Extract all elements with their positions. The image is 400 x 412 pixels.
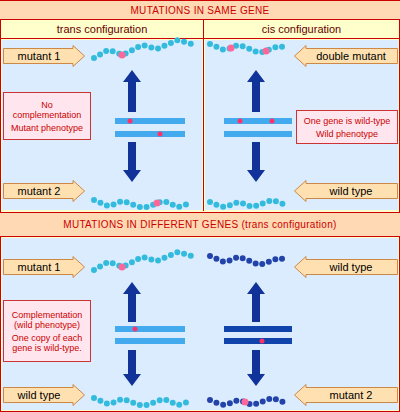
down-arrow: [247, 142, 265, 182]
arrow-outline: [295, 385, 398, 406]
arrow-label: mutant 2: [3, 180, 85, 202]
arrow-outline: [4, 181, 85, 202]
mutant-residue: [242, 399, 249, 406]
down-arrow: [123, 142, 141, 182]
protein-chain: [94, 252, 192, 270]
protein-chain: [210, 398, 287, 405]
mutation-mark: [128, 119, 133, 124]
arrow-label: mutant 1: [3, 256, 85, 278]
up-arrow: [123, 282, 141, 322]
note-box: Complementation (wild phenotype) One copy…: [3, 300, 91, 362]
arrow-outline: [4, 385, 85, 406]
gene-bar: [115, 338, 185, 344]
arrow-outline: [295, 181, 398, 202]
arrow-label: double mutant: [294, 45, 398, 67]
arrow-label: mutant 2: [294, 384, 398, 406]
mutation-mark: [260, 339, 265, 344]
up-arrow: [123, 70, 141, 112]
gene-bar: [224, 118, 292, 124]
arrow-label: wild type: [3, 384, 85, 406]
arrow-outline: [4, 46, 85, 67]
mutation-mark: [158, 132, 163, 137]
arrow-text: mutant 1: [18, 261, 61, 273]
arrow-text: mutant 1: [18, 50, 61, 62]
note-text: Complementation (wild phenotype): [7, 310, 87, 330]
down-arrow: [247, 350, 265, 386]
mutant-residue: [119, 52, 126, 59]
arrow-outline: [4, 257, 85, 278]
arrow-text: wild type: [330, 185, 373, 197]
arrow-outline: [295, 257, 398, 278]
mutation-mark: [238, 119, 243, 124]
mutation-mark: [133, 327, 138, 332]
header-text: MUTATIONS IN DIFFERENT GENES (trans conf…: [63, 219, 336, 230]
panel: [2, 238, 398, 410]
protein-chain: [210, 200, 287, 207]
note-box: No complementationMutant phenotype: [3, 92, 91, 140]
note-text: One gene is wild-type: [304, 116, 391, 126]
gene-bar: [115, 131, 185, 137]
gene-bar: [224, 131, 292, 137]
arrow-text: mutant 2: [18, 185, 61, 197]
protein-chain: [210, 256, 287, 265]
header-text: cis configuration: [262, 23, 342, 35]
gene-bar: [224, 326, 292, 332]
mutant-residue: [119, 264, 126, 271]
arrow-text: mutant 2: [330, 389, 373, 401]
gene-bar: [115, 326, 185, 332]
arrow-text: wild type: [18, 389, 61, 401]
note-box: One gene is wild-typeWild phenotype: [296, 110, 398, 144]
up-arrow: [247, 282, 265, 322]
column-divider: [203, 20, 204, 211]
protein-chain: [94, 40, 192, 58]
protein-chain: [210, 44, 287, 53]
note-text: Mutant phenotype: [11, 123, 83, 133]
protein-chain: [94, 200, 192, 208]
panel: [2, 40, 202, 210]
gene-bar: [115, 118, 185, 124]
arrow-label: wild type: [294, 180, 398, 202]
arrow-label: wild type: [294, 256, 398, 278]
mutation-mark: [270, 119, 275, 124]
section-header: MUTATIONS IN SAME GENE: [0, 0, 400, 20]
column-header: trans configuration: [1, 20, 203, 38]
header-text: MUTATIONS IN SAME GENE: [130, 5, 269, 16]
column-header: cis configuration: [204, 20, 399, 38]
up-arrow: [247, 70, 265, 112]
panel: [205, 40, 398, 210]
arrow-label: mutant 1: [3, 45, 85, 67]
note-text: Wild phenotype: [316, 129, 378, 139]
section-header: MUTATIONS IN DIFFERENT GENES (trans conf…: [0, 212, 400, 237]
mutant-residue: [154, 200, 161, 207]
down-arrow: [123, 350, 141, 386]
note-text: No complementation: [7, 100, 87, 120]
protein-chain: [94, 398, 192, 406]
arrow-text: double mutant: [316, 50, 386, 62]
note-text: One copy of each gene is wild-type.: [7, 333, 87, 353]
header-text: trans configuration: [57, 23, 148, 35]
mutant-residue: [263, 48, 270, 55]
gene-bar: [224, 338, 292, 344]
arrow-text: wild type: [330, 261, 373, 273]
arrow-outline: [295, 46, 398, 67]
row-divider: [0, 38, 400, 39]
mutant-residue: [228, 45, 235, 52]
